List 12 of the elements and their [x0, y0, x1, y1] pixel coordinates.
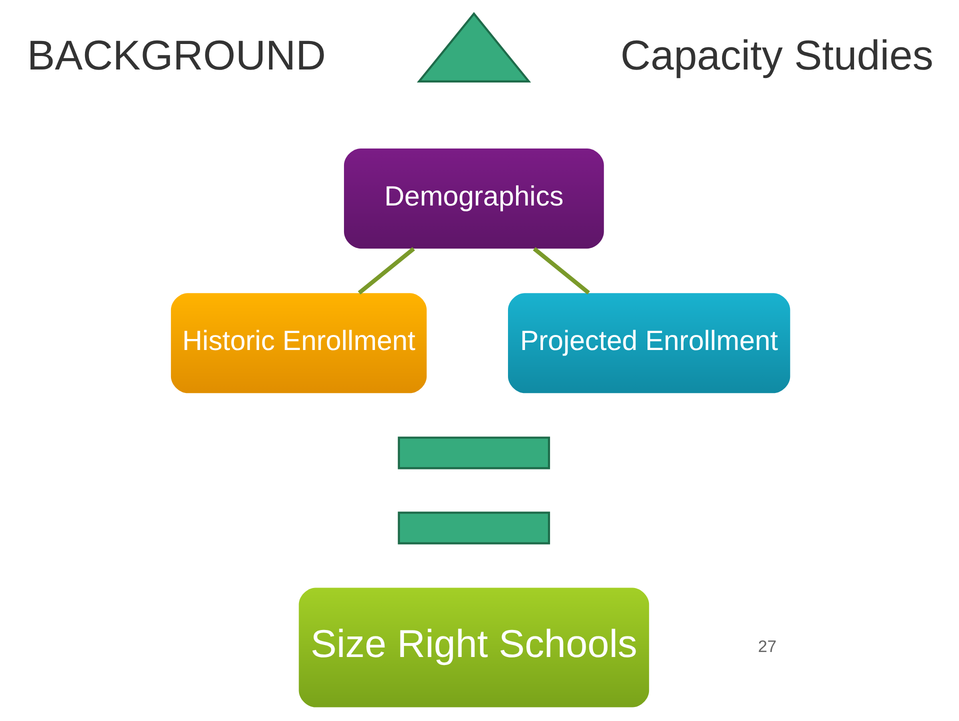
label: Capacity Studies — [620, 31, 934, 78]
connector — [358, 247, 415, 294]
node-bar — [398, 512, 550, 544]
label: BACKGROUND — [27, 31, 326, 78]
node-box: Demographics — [344, 148, 604, 249]
node-box: Historic Enrollment — [170, 293, 427, 394]
node-box: Size Right Schools — [298, 588, 650, 708]
label: 27 — [758, 636, 776, 656]
node-triangle — [416, 12, 532, 82]
node-bar — [398, 436, 550, 470]
connector — [532, 247, 590, 294]
node-box: Projected Enrollment — [508, 293, 790, 394]
